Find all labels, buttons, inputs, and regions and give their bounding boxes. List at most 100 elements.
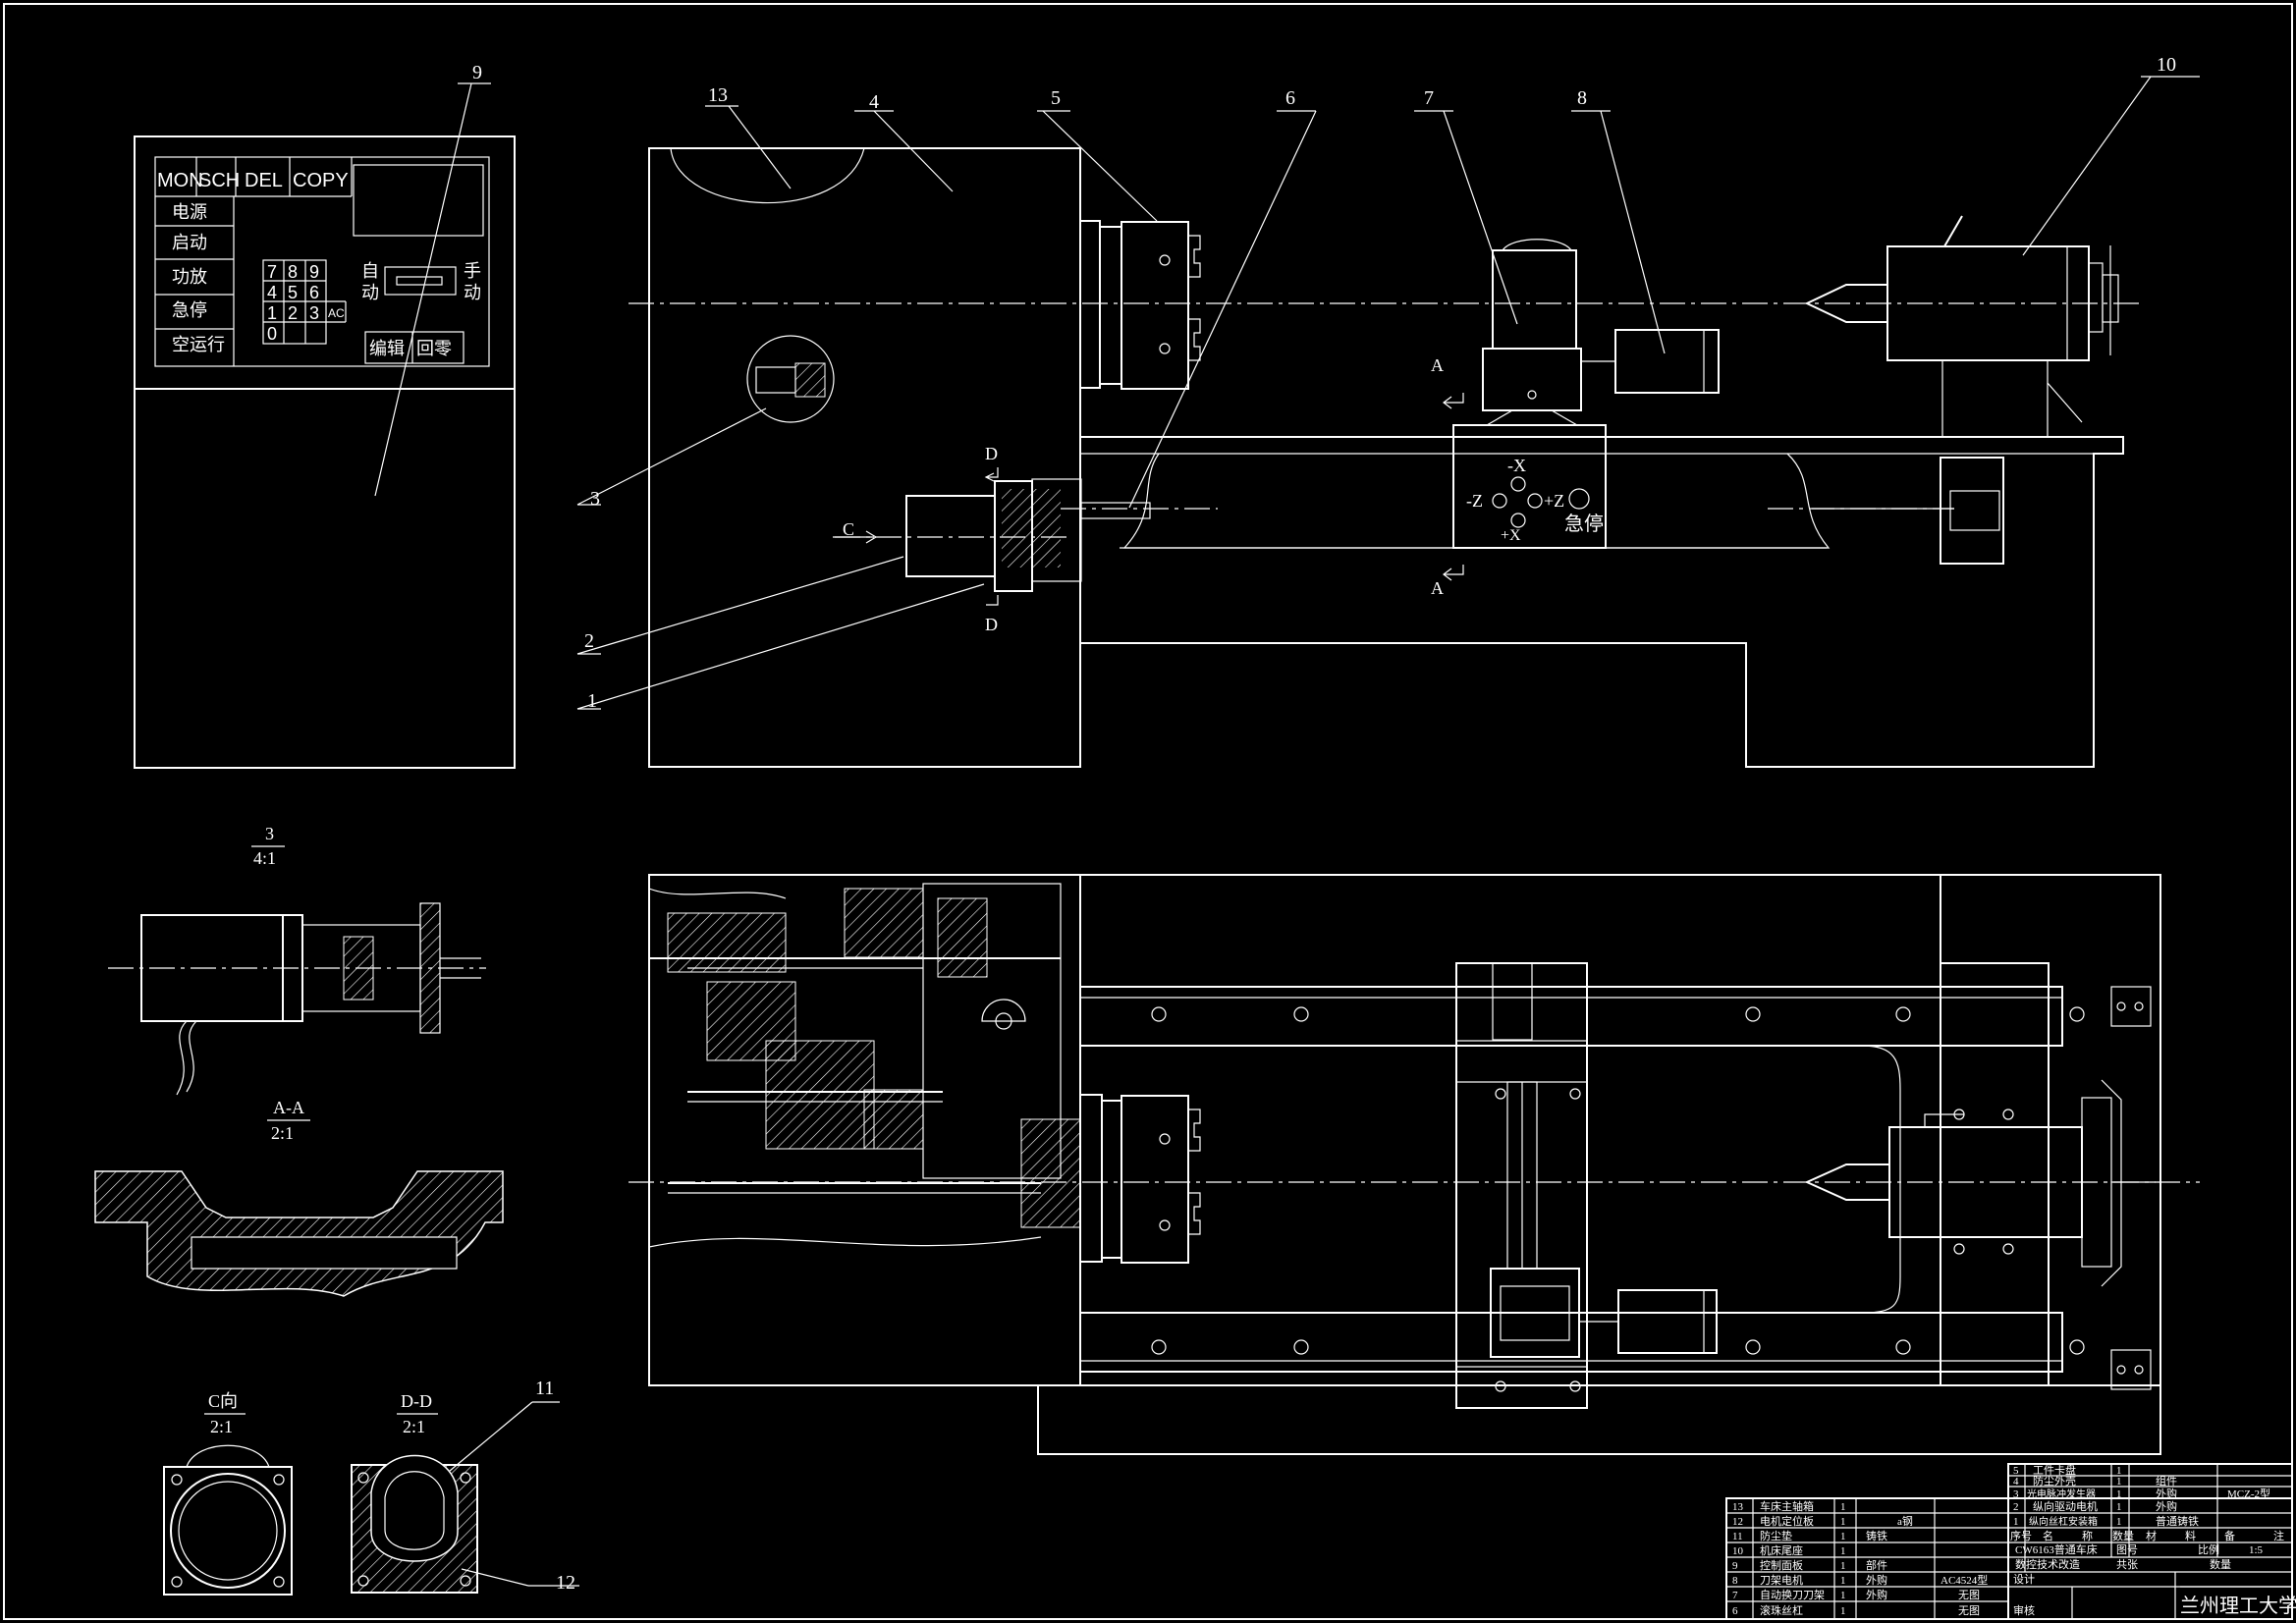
label-power: 电源 [172,202,207,222]
svg-text:8: 8 [1732,1575,1738,1587]
svg-text:外购: 外购 [2156,1499,2177,1513]
svg-text:数量: 数量 [2112,1530,2134,1542]
sheet-label: 共张 [2116,1558,2138,1571]
svg-text:序号: 序号 [2010,1529,2032,1542]
section-d-bottom: D [985,615,998,634]
callout-11: 11 [535,1378,554,1399]
svg-text:13: 13 [1732,1501,1744,1513]
svg-text:1: 1 [2116,1501,2122,1513]
svg-text:1: 1 [1840,1605,1846,1617]
svg-text:1: 1 [1840,1531,1846,1542]
mode-manual-1: 手 [464,261,481,281]
svg-text:名: 名 [2043,1529,2053,1542]
svg-text:1: 1 [1840,1545,1846,1557]
key-copy: COPY [293,170,349,191]
view-c-marker: C [843,519,854,539]
svg-text:1: 1 [1840,1575,1846,1587]
svg-text:材: 材 [2146,1529,2157,1542]
svg-text:注: 注 [2273,1529,2284,1542]
dd-title: D-D [401,1391,432,1411]
svg-text:5: 5 [2013,1465,2019,1477]
callout-numbers: 1 2 3 4 5 6 7 8 9 10 11 12 13 [472,54,2176,1594]
svg-text:称: 称 [2082,1529,2093,1542]
key-mon: MON [157,170,203,191]
svg-text:11: 11 [1732,1531,1743,1542]
svg-text:7: 7 [1732,1590,1738,1601]
mode-switch [384,266,457,296]
rail-bolts [1151,1006,2085,1355]
svg-text:9: 9 [1732,1560,1738,1572]
numpad-key-2: 2 [288,303,298,323]
detail-3-circle [746,335,835,423]
key-sch: SCH [198,170,240,191]
svg-text:外购: 外购 [2156,1487,2177,1500]
key-del: DEL [245,170,283,191]
callout-4: 4 [869,91,879,113]
svg-text:组件: 组件 [2156,1474,2177,1488]
scale-label: 比例 [2198,1542,2219,1556]
numpad-key-3: 3 [309,303,319,323]
svg-text:备: 备 [2224,1529,2235,1542]
svg-text:12: 12 [1732,1516,1743,1528]
section-a-top: A [1431,355,1444,375]
key-edit: 编辑 [369,339,405,358]
c-title: C向 [208,1391,238,1411]
svg-text:电机定位板: 电机定位板 [1760,1514,1814,1528]
numpad-key-6: 6 [309,283,319,302]
view-c: C向 2:1 [163,1391,293,1596]
carriage-label-estop: 急停 [1564,513,1604,535]
numpad-key-7: 7 [267,262,277,282]
svg-text:纵向驱动电机: 纵向驱动电机 [2033,1499,2098,1513]
svg-text:1: 1 [1840,1560,1846,1572]
svg-text:防尘垫: 防尘垫 [1760,1529,1792,1542]
svg-text:防尘外壳: 防尘外壳 [2033,1474,2076,1488]
numpad-key-ac: AC [328,306,345,320]
svg-text:外购: 外购 [1866,1573,1887,1587]
svg-text:无图: 无图 [1958,1589,1980,1601]
carriage-label-plus-x: +X [1501,527,1521,544]
svg-text:车床主轴箱: 车床主轴箱 [1760,1499,1814,1513]
carriage-label-minus-z: -Z [1466,491,1483,511]
label-estop: 急停 [172,300,207,320]
title-info: CW6163普通车床 数控技术改造 图号 共张 比例 1:5 数量 设计 审核 … [2013,1542,2296,1617]
svg-text:部件: 部件 [1866,1558,1887,1572]
qty-label: 数量 [2210,1558,2231,1571]
dd-scale: 2:1 [403,1417,425,1436]
svg-text:1: 1 [2116,1476,2122,1488]
svg-text:1: 1 [1840,1590,1846,1601]
svg-text:滚珠丝杠: 滚珠丝杠 [1760,1603,1803,1617]
section-aa-view: A-A 2:1 [94,1098,504,1297]
svg-text:工件卡盘: 工件卡盘 [2033,1463,2076,1477]
label-start: 启动 [172,233,207,252]
lathe-front-view: C D D -X -Z +Z +X 急停 A A [629,147,2141,768]
numpad: 7 8 9 4 5 6 1 2 3 AC 0 [262,259,347,345]
svg-text:1: 1 [1840,1516,1846,1528]
svg-text:1: 1 [2116,1465,2122,1477]
svg-text:铸铁: 铸铁 [1866,1529,1887,1542]
callout-10: 10 [2157,54,2176,76]
aa-scale: 2:1 [271,1123,294,1143]
callout-9: 9 [472,62,482,83]
callout-2: 2 [584,630,594,652]
svg-text:1: 1 [2116,1488,2122,1500]
aa-title: A-A [273,1098,304,1117]
numpad-key-4: 4 [267,283,277,302]
svg-text:纵向丝杠安装箱: 纵向丝杠安装箱 [2029,1515,2098,1528]
drawing-border [3,3,2293,1620]
mode-manual-2: 动 [464,283,481,302]
detail-3-title: 3 [265,824,274,843]
callout-6: 6 [1285,87,1295,109]
panel-display [353,164,484,237]
callout-7: 7 [1424,87,1434,109]
key-home: 回零 [416,339,452,358]
callout-leaders [374,76,2200,1587]
svg-text:3: 3 [2013,1488,2019,1500]
svg-text:控制面板: 控制面板 [1760,1558,1803,1572]
svg-text:光电脉冲发生器: 光电脉冲发生器 [2027,1488,2096,1500]
svg-text:无图: 无图 [1958,1604,1980,1617]
carriage-label-minus-x: -X [1507,456,1526,475]
svg-text:刀架电机: 刀架电机 [1760,1573,1803,1587]
